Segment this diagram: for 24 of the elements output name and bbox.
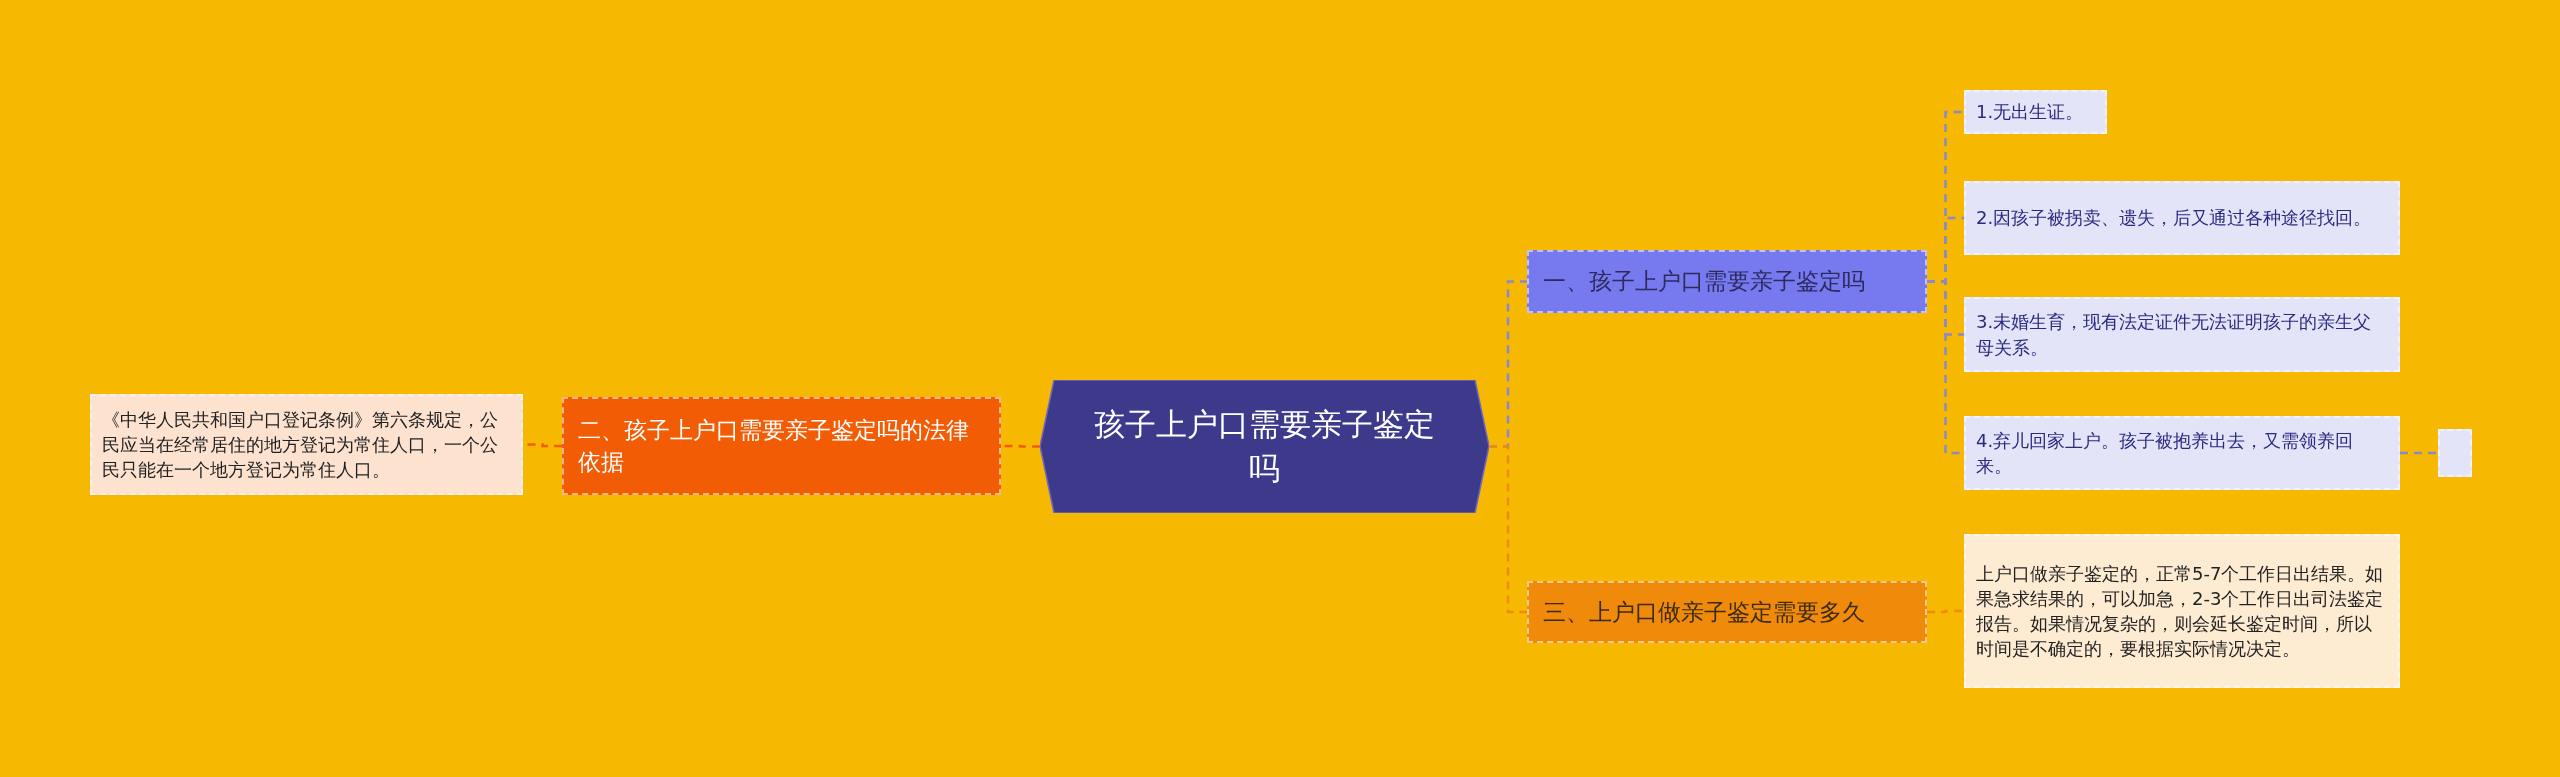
connector-line: [1489, 445, 1527, 614]
node-text: 三、上户口做亲子鉴定需要多久: [1543, 597, 1865, 627]
node-text: 一、孩子上户口需要亲子鉴定吗: [1543, 267, 1865, 297]
empty-box: [2438, 429, 2472, 477]
node-text: 孩子上户口需要亲子鉴定吗: [1093, 405, 1436, 488]
node-text: 3.未婚生育，现有法定证件无法证明孩子的亲生父母关系。: [1976, 310, 2373, 360]
note-card: [90, 394, 523, 495]
node-text: 二、孩子上户口需要亲子鉴定吗的法律依据: [578, 415, 970, 477]
note-card: [1964, 90, 2107, 134]
node-text: 上户口做亲子鉴定的，正常5-7个工作日出结果。如果急求结果的，可以加急，2-3个工作日出司法鉴定报告。如果情况复杂的，则会延长鉴定时间，所以时间是不确定的，要根据实际情况决定。: [1976, 561, 2385, 662]
branch-topic: [1527, 250, 1927, 313]
note-card: [1964, 297, 2400, 372]
node-text: 《中华人民共和国户口登记条例》第六条规定，公民应当在经常居住的地方登记为常住人口，一个公民只能在一个地方登记为常住人口。: [102, 407, 499, 483]
central-topic: [1040, 380, 1489, 513]
connector-line: [1927, 609, 1964, 614]
branch-topic: [562, 397, 1001, 495]
node-text: 2.因孩子被拐卖、遗失，后又通过各种途径找回。: [1976, 206, 2372, 231]
note-card: [1964, 534, 2400, 688]
note-card: [1964, 416, 2400, 490]
node-text: 4.弃儿回家上户。孩子被抱养出去，又需领养回来。: [1976, 428, 2355, 478]
connector-line: [2400, 451, 2438, 455]
branch-topic: [1527, 581, 1927, 643]
note-card: [1964, 181, 2400, 255]
node-text: 1.无出生证。: [1976, 100, 2084, 125]
